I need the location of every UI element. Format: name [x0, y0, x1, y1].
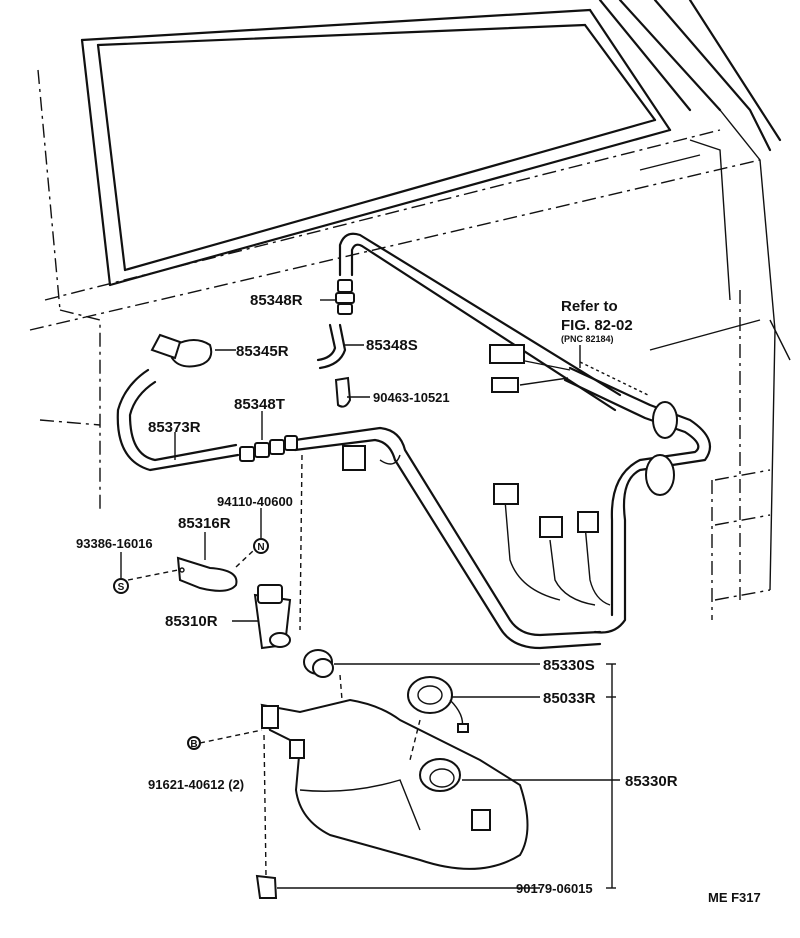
label-85345R: 85345R — [236, 343, 289, 360]
svg-text:S: S — [118, 582, 125, 593]
label-90463-10521: 90463-10521 — [373, 390, 450, 405]
part-85310R-pump — [253, 584, 292, 650]
label-85348T: 85348T — [234, 396, 285, 413]
wire-harness — [342, 344, 712, 634]
label-85033R: 85033R — [543, 690, 596, 707]
leader-lines — [120, 299, 620, 889]
body-outline — [29, 0, 791, 620]
part-85033R-level-sensor — [407, 676, 469, 733]
washer-hose — [293, 232, 622, 650]
part-85373R-hose — [116, 368, 240, 472]
svg-text:N: N — [257, 542, 264, 553]
part-85348T-joint — [239, 435, 298, 462]
part-85348R-joint — [335, 279, 355, 315]
label-85316R: 85316R — [178, 515, 231, 532]
svg-text:B: B — [190, 739, 197, 750]
part-90463-clip — [334, 376, 352, 408]
refer-line-2: FIG. 82-02 — [561, 317, 633, 334]
part-85330S-grommet — [303, 649, 334, 678]
nut-symbol: N — [253, 538, 269, 554]
screw-symbol: S — [113, 578, 129, 594]
part-85348S-elbow — [316, 323, 347, 370]
refer-line-3: (PNC 82184) — [561, 334, 614, 344]
part-labels: 85348R 85345R 85348S 90463-10521 85348T … — [76, 292, 678, 896]
part-85330R-tank — [260, 698, 529, 870]
label-85348S: 85348S — [366, 337, 418, 354]
label-94110-40600: 94110-40600 — [217, 494, 293, 509]
label-85330R: 85330R — [625, 773, 678, 790]
part-90179-clip — [255, 874, 278, 899]
label-90179-06015: 90179-06015 — [516, 881, 593, 896]
label-85348R: 85348R — [250, 292, 303, 309]
label-93386-16016: 93386-16016 — [76, 536, 153, 551]
part-85316R-bracket — [176, 556, 238, 592]
refer-line-1: Refer to — [561, 298, 618, 315]
part-85345R-nozzle — [150, 333, 213, 368]
label-85373R: 85373R — [148, 419, 201, 436]
label-91621-40612: 91621-40612 (2) — [148, 777, 244, 792]
label-85330S: 85330S — [543, 657, 595, 674]
reference-note: Refer to FIG. 82-02 (PNC 82184) — [561, 298, 633, 368]
figure-code: ME F317 — [708, 890, 761, 905]
bolt-symbol: B — [187, 736, 201, 750]
label-85310R: 85310R — [165, 613, 218, 630]
